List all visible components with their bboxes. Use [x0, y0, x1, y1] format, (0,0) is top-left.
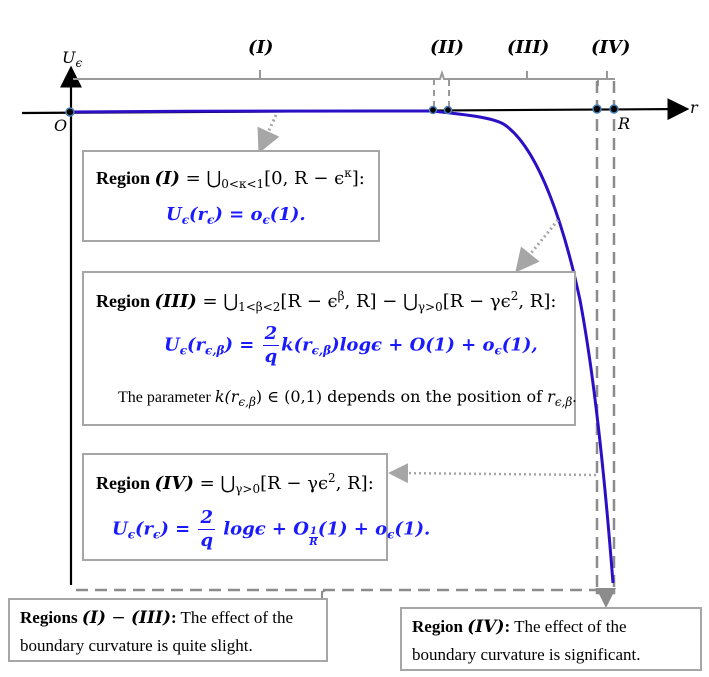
region-iii-parameter-note: The parameter k(rϵ,β) ∈ (0,1) depends on…: [118, 387, 577, 409]
region-iii-box: Region (III) = ⋃1<β<2[R − ϵβ, R] − ⋃γ>0[…: [82, 271, 576, 426]
region-iii-definition: Region (III) = ⋃1<β<2[R − ϵβ, R] − ⋃γ>0[…: [96, 289, 557, 314]
region-i-formula: Uϵ(rϵ) = oϵ(1).: [166, 204, 306, 227]
summary-right-line2: boundary curvature is significant.: [412, 645, 641, 664]
bracket-label-iv: (IV): [591, 37, 631, 58]
axis-points: [65, 104, 619, 117]
boundary-r-label: R: [618, 114, 631, 133]
region-brackets: [73, 69, 615, 110]
bracket-label-iii: (III): [507, 37, 550, 58]
y-axis-label: Uϵ: [62, 48, 83, 70]
origin-label: O: [54, 116, 68, 135]
bracket-label-ii: (II): [430, 37, 464, 58]
summary-left-line1: Regions (I) − (III): The effect of the: [20, 608, 294, 628]
region-i-box: Region (I) = ⋃0<κ<1[0, R − ϵκ]: Uϵ(rϵ) =…: [82, 150, 380, 242]
region-iv-dashed-bounds: [595, 81, 616, 588]
u-epsilon-curve: [69, 109, 615, 584]
summary-regions-i-iii: Regions (I) − (III): The effect of the b…: [8, 598, 328, 662]
region-iv-box: Region (IV) = ⋃γ>0[R − γϵ2, R]: Uϵ(rϵ) =…: [82, 453, 430, 561]
pointer-region-iv: [388, 463, 597, 484]
summary-left-line2: boundary curvature is quite slight.: [20, 636, 253, 655]
pointer-region-iii: [515, 219, 560, 273]
summary-right-line1: Region (IV): The effect of the: [412, 617, 627, 637]
region-iv-definition: Region (IV) = ⋃γ>0[R − γϵ2, R]:: [96, 471, 374, 496]
summary-region-iv: Region (IV): The effect of the boundary …: [400, 607, 702, 671]
pointer-region-i: [257, 114, 280, 154]
bracket-label-i: (I): [248, 37, 274, 58]
x-axis-label: r: [690, 98, 698, 117]
region-iv-bracket: [595, 588, 616, 595]
region-i-definition: Region (I) = ⋃0<κ<1[0, R − ϵκ]:: [96, 166, 365, 191]
